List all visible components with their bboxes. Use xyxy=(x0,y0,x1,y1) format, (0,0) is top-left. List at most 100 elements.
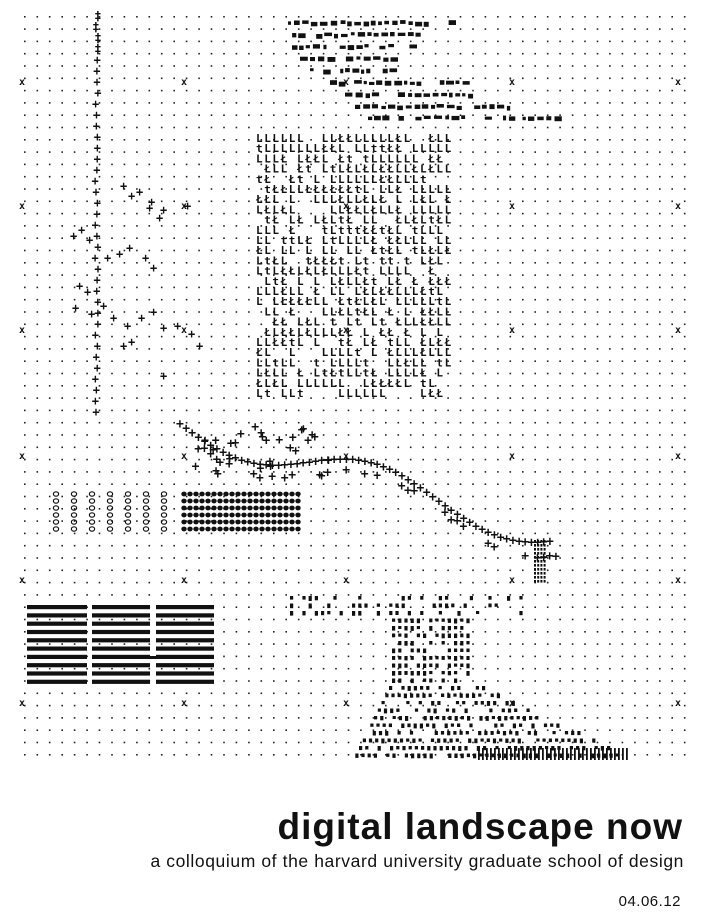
svg-text:L: L xyxy=(297,316,304,329)
svg-text:L: L xyxy=(412,295,419,308)
svg-text:+: + xyxy=(256,471,264,486)
svg-text:Ł: Ł xyxy=(378,193,386,206)
svg-text:t: t xyxy=(354,316,361,329)
svg-text:+: + xyxy=(160,203,167,217)
svg-text:L: L xyxy=(297,285,304,298)
svg-text:L: L xyxy=(445,142,452,155)
svg-text:Ł: Ł xyxy=(427,254,435,267)
svg-text:+: + xyxy=(410,484,418,499)
svg-text:L: L xyxy=(412,356,419,369)
svg-text:+: + xyxy=(304,434,312,449)
svg-text:L: L xyxy=(354,356,361,369)
svg-text:+: + xyxy=(546,549,554,564)
svg-text:L: L xyxy=(322,377,329,390)
svg-text:Ł: Ł xyxy=(263,326,271,339)
svg-text:Ł: Ł xyxy=(378,163,386,176)
svg-text:t: t xyxy=(354,224,361,237)
svg-text:Ł: Ł xyxy=(271,254,279,267)
svg-text:L: L xyxy=(420,326,427,339)
svg-text:+: + xyxy=(423,485,431,500)
svg-text:L: L xyxy=(313,193,320,206)
svg-text:+: + xyxy=(386,463,394,478)
svg-text:Ł: Ł xyxy=(255,193,263,206)
svg-text:Ł: Ł xyxy=(394,142,402,155)
svg-text:L: L xyxy=(264,346,271,359)
svg-text:L: L xyxy=(281,377,288,390)
svg-text:Ł: Ł xyxy=(362,224,370,237)
svg-text:L: L xyxy=(412,173,419,186)
svg-text:+: + xyxy=(92,328,99,342)
svg-text:Ł: Ł xyxy=(296,295,304,308)
svg-text:Ł: Ł xyxy=(444,244,452,257)
svg-text:+: + xyxy=(194,442,202,457)
svg-text:+: + xyxy=(94,196,101,210)
svg-text:t: t xyxy=(330,234,337,247)
svg-text:Ł: Ł xyxy=(337,193,345,206)
svg-text:Ł: Ł xyxy=(345,336,353,349)
svg-text:x: x xyxy=(509,575,515,586)
svg-text:L: L xyxy=(387,132,394,145)
svg-text:+: + xyxy=(355,453,363,468)
svg-text:L: L xyxy=(395,285,402,298)
svg-text:+: + xyxy=(146,201,153,215)
svg-text:L: L xyxy=(420,163,427,176)
svg-text:Ł: Ł xyxy=(353,203,361,216)
svg-text:Ł: Ł xyxy=(337,326,345,339)
svg-text:x: x xyxy=(19,451,25,462)
svg-text:L: L xyxy=(264,356,271,369)
svg-text:+: + xyxy=(225,448,233,463)
svg-text:+: + xyxy=(286,441,294,456)
svg-text:t: t xyxy=(313,356,320,369)
svg-text:+: + xyxy=(281,458,289,473)
svg-text:Ł: Ł xyxy=(288,305,296,318)
svg-text:+: + xyxy=(534,535,542,550)
svg-text:Ł: Ł xyxy=(280,265,288,278)
svg-text:x: x xyxy=(509,201,515,212)
svg-text:Ł: Ł xyxy=(304,326,312,339)
svg-text:Ł: Ł xyxy=(304,183,312,196)
svg-text:Ł: Ł xyxy=(362,305,370,318)
svg-text:+: + xyxy=(373,458,381,473)
svg-text:L: L xyxy=(404,377,411,390)
svg-text:L: L xyxy=(379,295,386,308)
svg-text:+: + xyxy=(116,247,123,261)
svg-text:L: L xyxy=(264,132,271,145)
svg-text:L: L xyxy=(395,244,402,257)
svg-text:L: L xyxy=(428,295,435,308)
svg-text:+: + xyxy=(460,512,468,527)
svg-text:L: L xyxy=(363,295,370,308)
svg-text:L: L xyxy=(264,244,271,257)
svg-text:Ł: Ł xyxy=(280,275,288,288)
svg-text:x: x xyxy=(343,451,349,462)
svg-text:Ł: Ł xyxy=(329,254,337,267)
svg-text:+: + xyxy=(343,452,351,467)
oval-dot-columns xyxy=(52,491,168,532)
svg-text:L: L xyxy=(272,285,279,298)
svg-text:+: + xyxy=(429,490,437,505)
svg-text:L: L xyxy=(371,173,378,186)
svg-text:L: L xyxy=(330,132,337,145)
svg-text:+: + xyxy=(466,516,474,531)
svg-text:+: + xyxy=(136,185,143,199)
svg-text:L: L xyxy=(395,173,402,186)
svg-text:L: L xyxy=(297,152,304,165)
svg-text:+: + xyxy=(92,185,99,199)
svg-text:L: L xyxy=(313,336,320,349)
svg-text:t: t xyxy=(354,305,361,318)
svg-text:+: + xyxy=(491,528,499,543)
svg-text:+: + xyxy=(306,455,314,470)
svg-text:L: L xyxy=(338,346,345,359)
svg-text:t: t xyxy=(363,265,370,278)
svg-text:+: + xyxy=(404,484,412,499)
svg-text:L: L xyxy=(395,163,402,176)
svg-text:L: L xyxy=(305,142,312,155)
svg-text:L: L xyxy=(395,224,402,237)
svg-text:L: L xyxy=(297,336,304,349)
svg-text:L: L xyxy=(387,183,394,196)
svg-text:t: t xyxy=(330,316,337,329)
svg-text:+: + xyxy=(237,427,245,442)
svg-text:+: + xyxy=(93,108,100,122)
svg-text:L: L xyxy=(404,367,411,380)
svg-text:Ł: Ł xyxy=(280,285,288,298)
svg-text:t: t xyxy=(404,254,411,267)
